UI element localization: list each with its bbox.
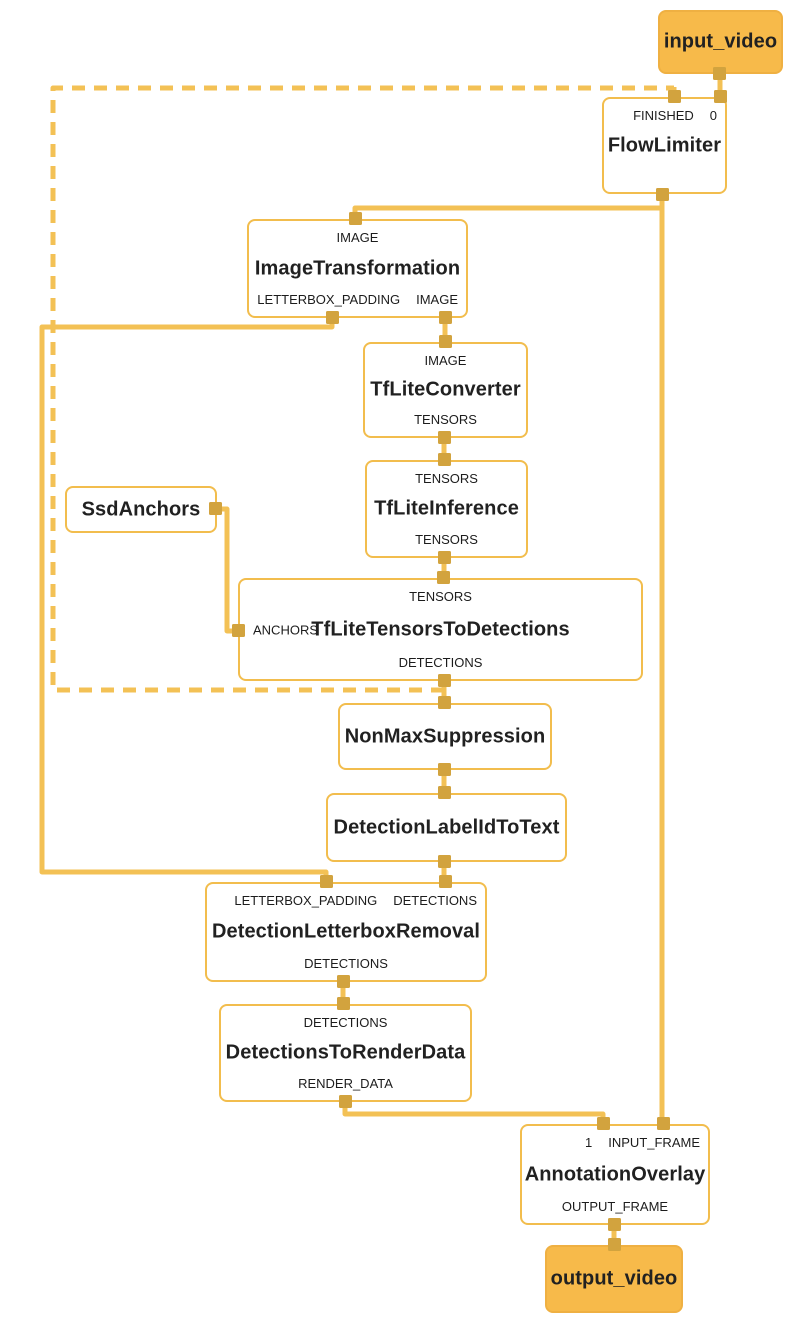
port-label-tensors-out: TENSORS — [415, 532, 478, 547]
port-annotationoverlay-outputframe-out — [608, 1218, 621, 1231]
port-ssdanchors-out — [209, 502, 222, 515]
node-title: TfLiteConverter — [370, 378, 521, 401]
port-label-tensors-out: TENSORS — [414, 412, 477, 427]
node-title: DetectionLetterboxRemoval — [211, 920, 481, 943]
port-letterboxremoval-letterboxpadding-in — [320, 875, 333, 888]
node-title: AnnotationOverlay — [524, 1163, 706, 1185]
node-title: input_video — [663, 30, 778, 53]
port-label-0: 0 — [709, 108, 717, 123]
node-detectionlabelidtotext[interactable]: DetectionLabelIdToText — [326, 793, 567, 862]
port-annotationoverlay-inputframe-in — [657, 1117, 670, 1130]
node-title: DetectionsToRenderData — [225, 1041, 466, 1064]
port-tensorstodetections-anchors-in — [232, 624, 245, 637]
node-detectionletterboxremoval[interactable]: LETTERBOX_PADDING DETECTIONS DetectionLe… — [205, 882, 487, 982]
node-title: SsdAnchors — [81, 498, 201, 520]
port-detectionlabelidtotext-out — [438, 855, 451, 868]
port-label-image-in: IMAGE — [336, 230, 379, 245]
node-annotationoverlay[interactable]: 1 INPUT_FRAME AnnotationOverlay OUTPUT_F… — [520, 1124, 710, 1225]
node-title: output_video — [550, 1267, 678, 1290]
edge-ssdanchors-anchors — [214, 506, 240, 634]
node-tflitetensorstodetections[interactable]: TENSORS ANCHORS TfLiteTensorsToDetection… — [238, 578, 643, 681]
port-label-tensors-in: TENSORS — [409, 589, 472, 604]
node-detectionstorenderdata[interactable]: DETECTIONS DetectionsToRenderData RENDER… — [219, 1004, 472, 1102]
node-title: ImageTransformation — [254, 257, 461, 279]
port-inputvideo-out — [713, 67, 726, 80]
port-nonmaxsuppression-out — [438, 763, 451, 776]
port-detectionstorenderdata-renderdata-out — [339, 1095, 352, 1108]
port-label-image-out: IMAGE — [416, 292, 458, 307]
port-label-letterbox-padding-in: LETTERBOX_PADDING — [234, 893, 378, 908]
node-title: NonMaxSuppression — [344, 725, 546, 747]
node-title: DetectionLabelIdToText — [333, 816, 560, 838]
port-imagetransformation-image-out — [439, 311, 452, 324]
port-annotationoverlay-1-in — [597, 1117, 610, 1130]
port-label-tensors-in: TENSORS — [415, 471, 478, 486]
port-detectionstorenderdata-detections-in — [337, 997, 350, 1010]
node-imagetransformation[interactable]: IMAGE ImageTransformation LETTERBOX_PADD… — [247, 219, 468, 318]
port-label-finished: FINISHED — [633, 108, 694, 123]
port-label-render-data-out: RENDER_DATA — [298, 1076, 393, 1091]
port-label-detections-out: DETECTIONS — [304, 956, 388, 971]
port-label-anchors-in: ANCHORS — [253, 622, 319, 637]
port-flowlimiter-out — [656, 188, 669, 201]
port-imagetransformation-letterboxpadding-out — [326, 311, 339, 324]
port-tfliteconverter-image-in — [439, 335, 452, 348]
port-nonmaxsuppression-in — [438, 696, 451, 709]
node-title: TfLiteInference — [374, 497, 519, 520]
port-imagetransformation-image-in — [349, 212, 362, 225]
port-tfliteinference-tensors-out — [438, 551, 451, 564]
port-flowlimiter-0-in — [714, 90, 727, 103]
port-label-letterbox-padding-out: LETTERBOX_PADDING — [257, 292, 401, 307]
node-ssdanchors[interactable]: SsdAnchors — [65, 486, 217, 533]
port-label-detections-in: DETECTIONS — [393, 893, 477, 908]
port-label-detections-out: DETECTIONS — [398, 655, 483, 670]
port-label-1-in: 1 — [585, 1135, 593, 1150]
edge-letterboxpadding — [39, 316, 335, 884]
port-label-input-frame-in: INPUT_FRAME — [608, 1135, 700, 1150]
port-label-output-frame-out: OUTPUT_FRAME — [561, 1199, 669, 1214]
edge-backedge-finished-dashed — [50, 85, 674, 693]
port-detectionlabelidtotext-in — [438, 786, 451, 799]
port-outputvideo-in — [608, 1238, 621, 1251]
port-tfliteinference-tensors-in — [438, 453, 451, 466]
node-tfliteinference[interactable]: TENSORS TfLiteInference TENSORS — [365, 460, 528, 558]
port-letterboxremoval-detections-in — [439, 875, 452, 888]
port-tensorstodetections-tensors-in — [437, 571, 450, 584]
node-nonmaxsuppression[interactable]: NonMaxSuppression — [338, 703, 552, 770]
port-label-image-in: IMAGE — [424, 353, 467, 368]
node-output-video[interactable]: output_video — [545, 1245, 683, 1313]
port-label-detections-in: DETECTIONS — [303, 1015, 388, 1030]
node-title: TfLiteTensorsToDetections — [311, 618, 570, 640]
port-tensorstodetections-detections-out — [438, 674, 451, 687]
node-title: FlowLimiter — [607, 134, 722, 156]
node-flowlimiter[interactable]: FINISHED 0 FlowLimiter — [602, 97, 727, 194]
port-tfliteconverter-tensors-out — [438, 431, 451, 444]
port-letterboxremoval-detections-out — [337, 975, 350, 988]
node-input-video[interactable]: input_video — [658, 10, 783, 74]
node-tfliteconverter[interactable]: IMAGE TfLiteConverter TENSORS — [363, 342, 528, 438]
edge-renderdata-annotationoverlay — [342, 1100, 606, 1126]
port-flowlimiter-finished-in — [668, 90, 681, 103]
